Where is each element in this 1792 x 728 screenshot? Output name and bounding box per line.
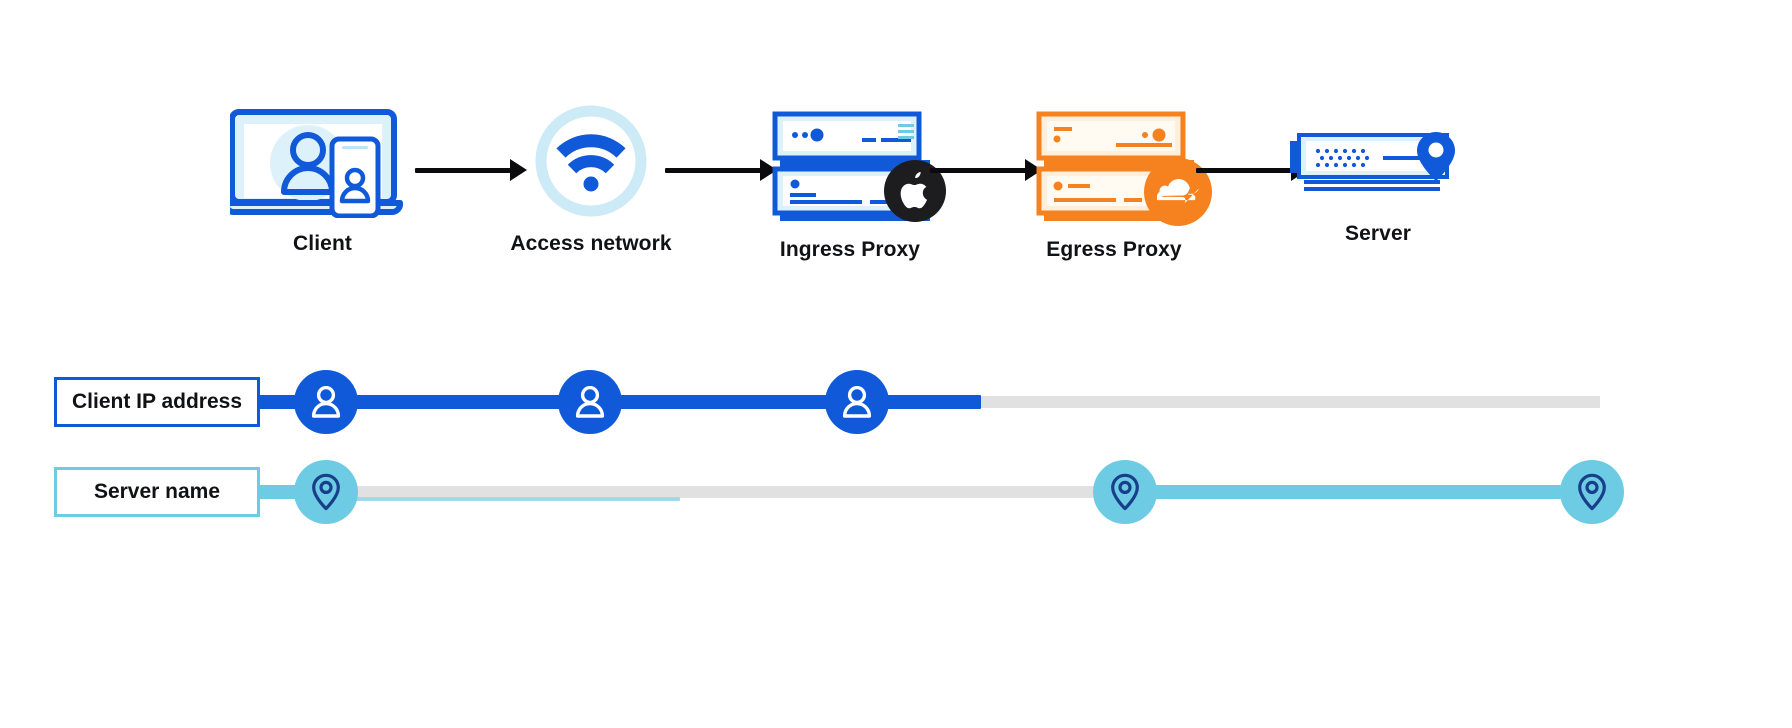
arrow-shaft [415, 167, 512, 173]
person-icon [311, 386, 341, 418]
map-pin-icon [1111, 473, 1139, 511]
server-pin-icon [1288, 128, 1468, 200]
server-rack-icon [762, 110, 946, 222]
arrow-shaft [930, 167, 1027, 173]
path-node-label: Ingress Proxy [779, 238, 921, 261]
person-icon [842, 386, 872, 418]
timeline-node-pin-client[interactable] [294, 460, 358, 524]
path-node-label: Access network [510, 232, 672, 255]
server-rack-icon [1026, 110, 1212, 226]
map-pin-icon [312, 473, 340, 511]
timeline-node-person-ingress-proxy[interactable] [825, 370, 889, 434]
path-node-label: Egress Proxy [1046, 238, 1182, 261]
timeline-label-text: Client IP address [71, 390, 242, 413]
arrow-access-network-to-ingress-proxy [665, 158, 777, 182]
timeline-node-person-access-network[interactable] [558, 370, 622, 434]
path-node-label: Client [293, 232, 352, 255]
timeline-label-client-ip-address[interactable]: Client IP address [54, 377, 260, 427]
path-node-label: Server [1345, 222, 1411, 245]
wifi-circle-icon [498, 105, 684, 218]
arrow-shaft [665, 167, 762, 173]
path-node-egress-proxy[interactable]: Egress Proxy [1026, 110, 1212, 262]
arrow-head [510, 159, 527, 181]
timeline-node-pin-egress-proxy[interactable] [1093, 460, 1157, 524]
timeline-node-pin-server[interactable] [1560, 460, 1624, 524]
timeline-track-active-end [1124, 485, 1594, 499]
person-icon [575, 386, 605, 418]
path-node-ingress-proxy[interactable]: Ingress Proxy [762, 110, 946, 262]
timeline-track-hint [352, 497, 680, 501]
laptop-phone-user-icon [230, 108, 415, 218]
path-node-access-network[interactable]: Access network [498, 105, 684, 256]
arrow-client-to-access-network [415, 158, 527, 182]
timeline-label-server-name[interactable]: Server name [54, 467, 260, 517]
path-node-client[interactable]: Client [230, 108, 415, 256]
timeline-client-ip-address: Client IP address [0, 362, 1792, 442]
timeline-server-name: Server name [0, 452, 1792, 532]
timeline-label-text: Server name [93, 480, 221, 503]
apple-logo-icon [884, 160, 946, 222]
path-node-server[interactable]: Server [1288, 128, 1468, 246]
timeline-node-person-client[interactable] [294, 370, 358, 434]
map-pin-icon [1578, 473, 1606, 511]
arrow-shaft [1196, 167, 1293, 173]
